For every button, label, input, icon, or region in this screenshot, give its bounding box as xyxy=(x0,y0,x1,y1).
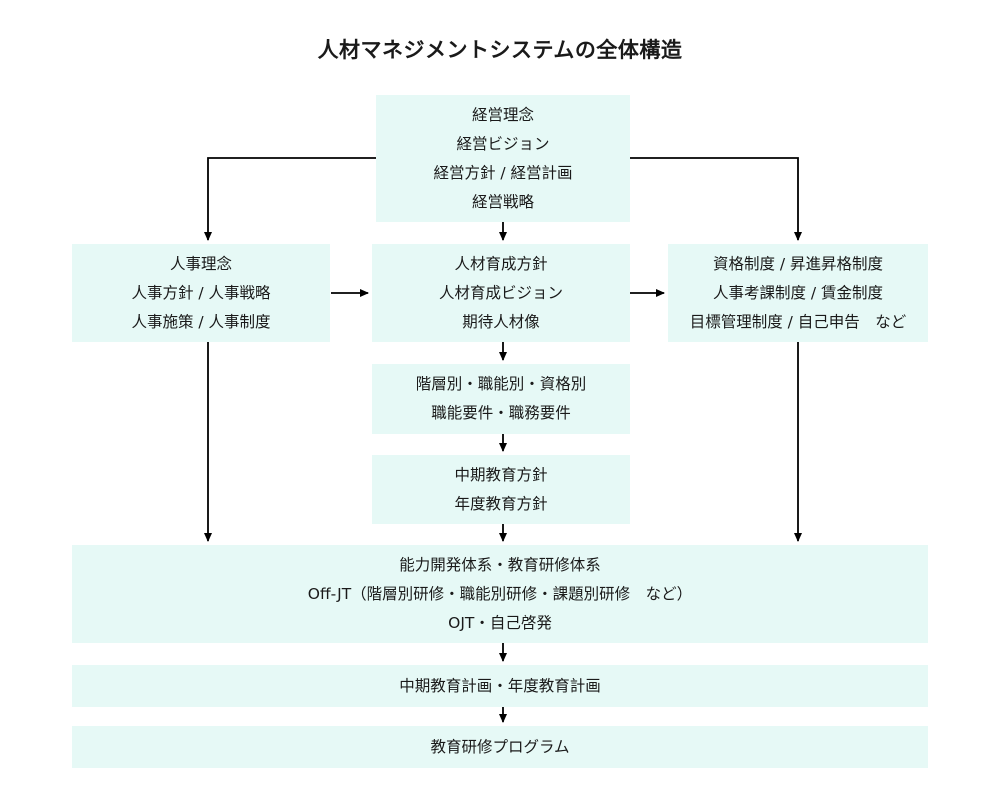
arrow-management-to-hr-philosophy xyxy=(204,157,376,241)
box-line: 経営戦略 xyxy=(471,192,534,211)
box-line: 期待人材像 xyxy=(462,312,540,331)
hr-philosophy-box: 人事理念 人事方針 / 人事戦略 人事施策 / 人事制度 xyxy=(72,244,330,342)
box-line: 教育研修プログラム xyxy=(430,737,570,756)
box-line: 人事施策 / 人事制度 xyxy=(131,312,271,331)
box-line: 人事方針 / 人事戦略 xyxy=(131,283,271,302)
box-line: 経営方針 / 経営計画 xyxy=(433,163,573,182)
box-line: 中期教育計画・年度教育計画 xyxy=(399,676,601,695)
diagram-title: 人材マネジメントシステムの全体構造 xyxy=(317,38,683,62)
training-program-box: 教育研修プログラム xyxy=(72,726,928,768)
talent-development-policy-box: 人材育成方針 人材育成ビジョン 期待人材像 xyxy=(372,244,630,342)
box-line: 経営ビジョン xyxy=(456,134,550,153)
box-line: OJT・自己啓発 xyxy=(448,613,552,632)
box-line: 目標管理制度 / 自己申告 など xyxy=(689,312,907,331)
box-line: 資格制度 / 昇進昇格制度 xyxy=(712,254,884,273)
box-line: 人事理念 xyxy=(169,254,232,273)
box-line: 人事考課制度 / 賃金制度 xyxy=(712,283,884,302)
education-plan-box: 中期教育計画・年度教育計画 xyxy=(72,665,928,707)
box-line: 人材育成方針 xyxy=(454,254,548,273)
management-philosophy-box: 経営理念 経営ビジョン 経営方針 / 経営計画 経営戦略 xyxy=(376,95,630,222)
box-line: 年度教育方針 xyxy=(454,494,548,513)
box-line: Off-JT（階層別研修・職能別研修・課題別研修 など） xyxy=(307,584,693,603)
box-line: 経営理念 xyxy=(471,105,534,124)
box-line: 階層別・職能別・資格別 xyxy=(415,375,587,393)
job-requirements-box: 階層別・職能別・資格別 職能要件・職務要件 xyxy=(372,364,630,434)
box-line: 人材育成ビジョン xyxy=(438,283,563,302)
box-line: 能力開発体系・教育研修体系 xyxy=(399,555,601,574)
hr-systems-box: 資格制度 / 昇進昇格制度 人事考課制度 / 賃金制度 目標管理制度 / 自己申… xyxy=(668,244,928,342)
box-line: 職能要件・職務要件 xyxy=(431,404,571,422)
development-system-box: 能力開発体系・教育研修体系 Off-JT（階層別研修・職能別研修・課題別研修 な… xyxy=(72,545,928,643)
box-line: 中期教育方針 xyxy=(454,465,548,484)
arrow-management-to-hr-systems xyxy=(630,157,802,241)
education-policy-box: 中期教育方針 年度教育方針 xyxy=(372,455,630,524)
